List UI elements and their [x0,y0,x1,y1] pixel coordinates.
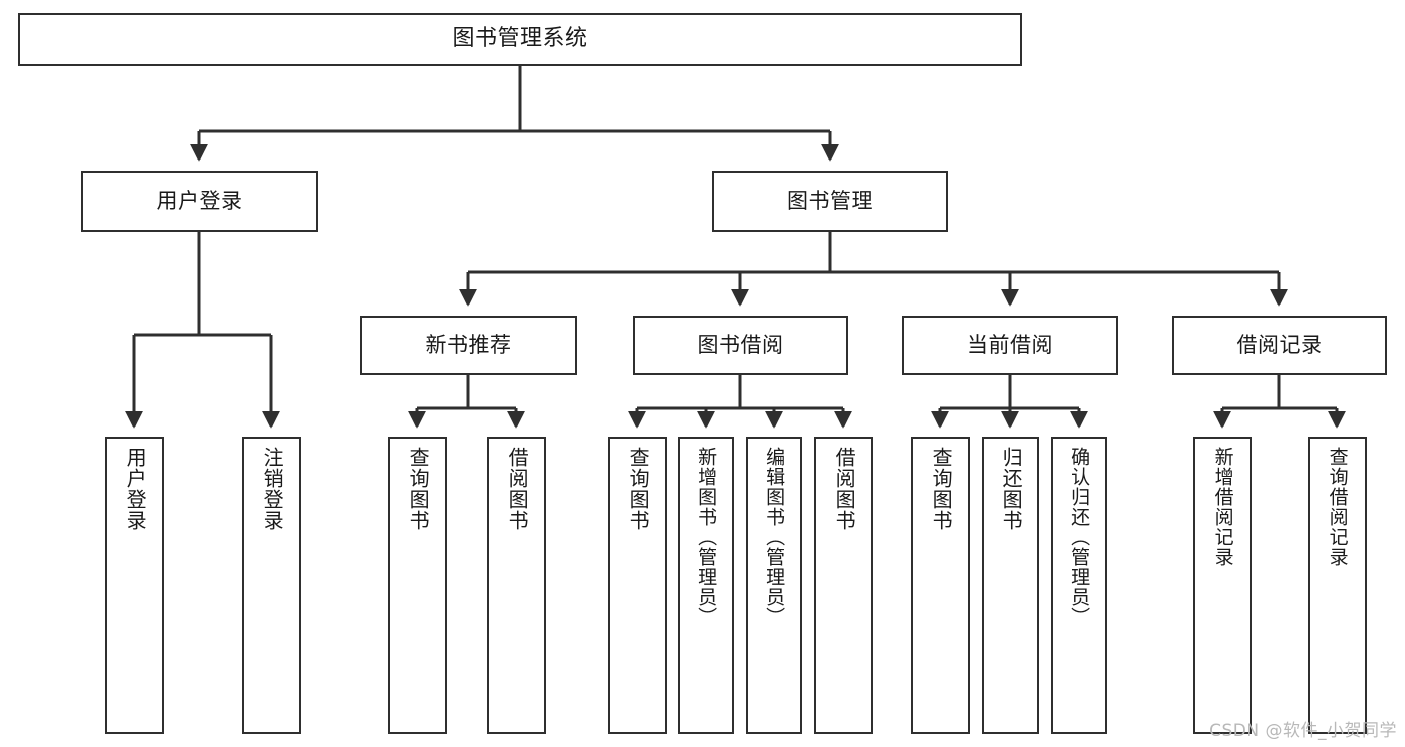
node-label: 用户登录 [156,188,243,213]
node-book-management[interactable]: 图书管理 [712,171,948,232]
leaf-edit-book[interactable]: 编辑图书（管理员） [746,437,802,734]
node-borrow-record[interactable]: 借阅记录 [1172,316,1387,375]
node-label: 查询图书 [406,447,431,531]
leaf-borrow-book-recommend[interactable]: 借阅图书 [487,437,546,734]
leaf-confirm-return[interactable]: 确认归还（管理员） [1051,437,1107,734]
node-label: 查询借阅记录 [1326,447,1349,567]
node-label: 新增借阅记录 [1211,447,1234,567]
node-new-book-recommend[interactable]: 新书推荐 [360,316,577,375]
node-label: 新书推荐 [425,332,512,357]
node-label: 新增图书（管理员） [695,447,718,627]
leaf-borrow-book[interactable]: 借阅图书 [814,437,873,734]
node-label: 借阅记录 [1236,332,1323,357]
leaf-add-borrow-record[interactable]: 新增借阅记录 [1193,437,1252,734]
leaf-user-login[interactable]: 用户登录 [105,437,164,734]
node-label: 查询图书 [929,447,954,531]
node-current-borrow[interactable]: 当前借阅 [902,316,1118,375]
node-label: 查询图书 [626,447,651,531]
node-label: 借阅图书 [832,447,857,531]
watermark-text: CSDN @软件_小贺同学 [1209,721,1397,741]
leaf-return-book[interactable]: 归还图书 [982,437,1039,734]
node-label: 借阅图书 [505,447,530,531]
node-label: 图书管理系统 [452,26,588,52]
node-label: 注销登录 [260,447,285,531]
node-label: 用户登录 [123,447,148,531]
node-label: 图书借阅 [697,332,784,357]
leaf-add-book[interactable]: 新增图书（管理员） [678,437,734,734]
node-label: 图书管理 [787,188,873,213]
leaf-query-borrow-record[interactable]: 查询借阅记录 [1308,437,1367,734]
leaf-query-book-recommend[interactable]: 查询图书 [388,437,447,734]
leaf-logout[interactable]: 注销登录 [242,437,301,734]
node-label: 归还图书 [999,447,1024,531]
leaf-query-book-borrow[interactable]: 查询图书 [608,437,667,734]
leaf-query-book-current[interactable]: 查询图书 [911,437,970,734]
node-user-login[interactable]: 用户登录 [81,171,318,232]
node-label: 编辑图书（管理员） [763,447,786,627]
node-root-system[interactable]: 图书管理系统 [18,13,1022,66]
node-book-borrow[interactable]: 图书借阅 [633,316,848,375]
node-label: 当前借阅 [967,332,1053,357]
node-label: 确认归还（管理员） [1068,447,1091,627]
